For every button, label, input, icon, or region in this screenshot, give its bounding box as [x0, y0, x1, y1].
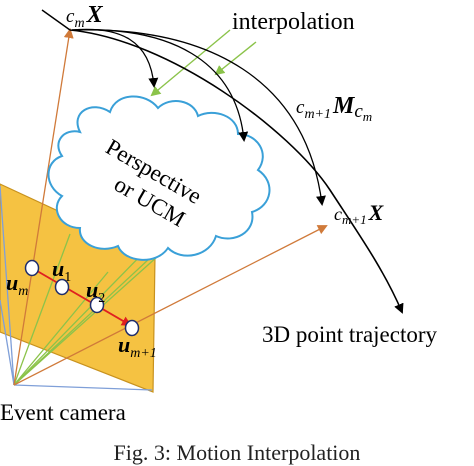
projection-cloud [47, 95, 271, 261]
event-point-um [24, 259, 40, 277]
trajectory-origin [41, 9, 71, 31]
motion-interpolation-diagram: Perspective or UCM cmX interpolation cm+… [0, 2, 438, 425]
ray-to-cm1X [13, 225, 328, 386]
label-um: um [6, 270, 28, 299]
label-cmX: cmX [66, 2, 104, 31]
label-cm1X: cm+1X [334, 200, 385, 227]
figure-caption: Fig. 3: Motion Interpolation [113, 440, 361, 465]
camera-label: Event camera [0, 400, 126, 425]
ray-to-cmX [13, 28, 74, 386]
label-transform: cm+1Mcm [296, 93, 372, 124]
label-u1: u1 [52, 256, 71, 285]
event-point-um1 [124, 319, 140, 337]
point-trajectory [69, 29, 404, 314]
event-track [24, 259, 140, 337]
label-u2: u2 [86, 277, 105, 306]
label-um1: um+1 [118, 332, 157, 361]
event-point-u2 [89, 296, 105, 314]
event-point-u1 [54, 278, 70, 296]
trajectory-label: 3D point trajectory [262, 322, 438, 347]
interpolation-arcs [71, 28, 326, 206]
interpolation-label: interpolation [232, 9, 355, 35]
